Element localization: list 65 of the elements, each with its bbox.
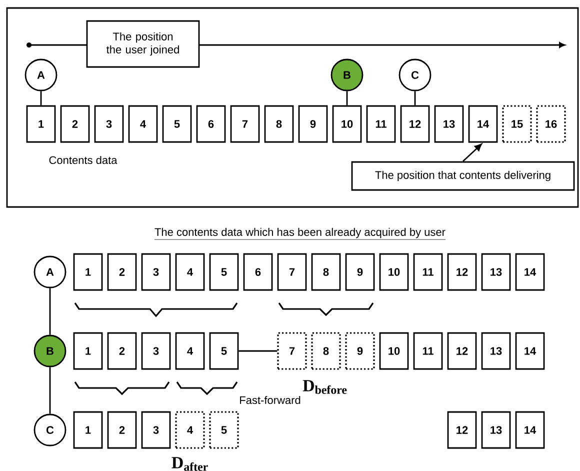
data-box: 5 bbox=[209, 253, 239, 291]
data-box: 4 bbox=[175, 411, 205, 449]
data-box: 10 bbox=[379, 253, 409, 291]
data-box: 7 bbox=[277, 253, 307, 291]
data-box: 14 bbox=[515, 332, 545, 370]
data-box: 1 bbox=[26, 105, 56, 143]
variable-label: D$_{after}$ bbox=[172, 457, 208, 471]
data-box: 5 bbox=[209, 411, 239, 449]
data-box: 13 bbox=[481, 253, 511, 291]
data-box: 3 bbox=[141, 411, 171, 449]
data-box: 15 bbox=[502, 105, 532, 143]
data-box: 14 bbox=[515, 253, 545, 291]
data-box: 3 bbox=[94, 105, 124, 143]
data-box: 4 bbox=[128, 105, 158, 143]
data-box: 8 bbox=[311, 253, 341, 291]
data-box: 10 bbox=[379, 332, 409, 370]
data-box: 11 bbox=[366, 105, 396, 143]
heading: The contents data which has been already acquired by user bbox=[154, 228, 446, 240]
text-label: Fast-forward bbox=[240, 396, 300, 404]
data-box: 16 bbox=[536, 105, 566, 143]
data-box: 14 bbox=[515, 411, 545, 449]
data-box: 3 bbox=[141, 332, 171, 370]
data-box: 7 bbox=[277, 332, 307, 370]
data-box: 13 bbox=[481, 332, 511, 370]
data-box: 3 bbox=[141, 253, 171, 291]
data-box: 9 bbox=[345, 253, 375, 291]
data-box: 13 bbox=[434, 105, 464, 143]
data-box: 9 bbox=[345, 332, 375, 370]
data-box: 1 bbox=[73, 332, 103, 370]
data-box: 10 bbox=[332, 105, 362, 143]
data-box: 12 bbox=[447, 411, 477, 449]
data-box: 14 bbox=[468, 105, 498, 143]
data-box: 9 bbox=[298, 105, 328, 143]
data-box: 2 bbox=[107, 411, 137, 449]
callout-box: The position that contents delivering bbox=[351, 161, 575, 191]
connector-line bbox=[49, 288, 51, 335]
connector-line bbox=[40, 91, 42, 106]
data-box: 12 bbox=[447, 332, 477, 370]
variable-label: D$_{before}$ bbox=[302, 380, 347, 394]
data-box: 6 bbox=[196, 105, 226, 143]
data-box: 5 bbox=[162, 105, 192, 143]
text-label: Contents data bbox=[49, 156, 118, 164]
data-box: 2 bbox=[60, 105, 90, 143]
callout-box: The position the user joined bbox=[86, 20, 200, 68]
data-box: 12 bbox=[447, 253, 477, 291]
connector-line bbox=[414, 91, 416, 106]
connector-line bbox=[238, 350, 278, 352]
connector-line bbox=[49, 367, 51, 414]
data-box: 5 bbox=[209, 332, 239, 370]
connector-line bbox=[346, 91, 348, 106]
data-box: 11 bbox=[413, 332, 443, 370]
data-box: 1 bbox=[73, 411, 103, 449]
arrow bbox=[462, 144, 482, 162]
data-box: 8 bbox=[311, 332, 341, 370]
data-box: 4 bbox=[175, 253, 205, 291]
data-box: 7 bbox=[230, 105, 260, 143]
data-box: 6 bbox=[243, 253, 273, 291]
data-box: 2 bbox=[107, 253, 137, 291]
data-box: 2 bbox=[107, 332, 137, 370]
data-box: 4 bbox=[175, 332, 205, 370]
data-box: 8 bbox=[264, 105, 294, 143]
data-box: 11 bbox=[413, 253, 443, 291]
data-box: 1 bbox=[73, 253, 103, 291]
data-box: 12 bbox=[400, 105, 430, 143]
data-box: 13 bbox=[481, 411, 511, 449]
